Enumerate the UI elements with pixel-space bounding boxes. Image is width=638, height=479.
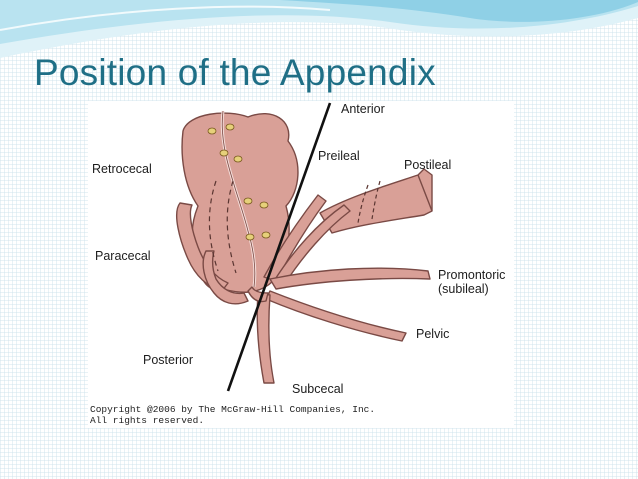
appendix-retrocecal [176, 202, 229, 292]
label-preileal: Preileal [318, 149, 360, 163]
header-wave-decoration [0, 0, 638, 58]
appendix-subcecal [256, 292, 275, 384]
appendix-promontoric [269, 267, 431, 290]
copyright-line-1: Copyright @2006 by The McGraw-Hill Compa… [90, 404, 376, 415]
copyright-notice: Copyright @2006 by The McGraw-Hill Compa… [90, 404, 375, 426]
label-posterior: Posterior [143, 353, 194, 367]
label-promontoric: Promontoric [438, 268, 506, 282]
label-retrocecal: Retrocecal [92, 162, 152, 176]
label-subileal: (subileal) [438, 282, 489, 296]
label-postileal: Postileal [404, 158, 452, 172]
copyright-line-2: All rights reserved. [90, 415, 205, 426]
appendix-diagram: Anterior Retrocecal Preileal Postileal P… [88, 101, 514, 428]
anterior-posterior-axis [226, 102, 332, 392]
label-anterior: Anterior [341, 102, 385, 116]
label-subcecal: Subcecal [292, 382, 344, 396]
label-pelvic: Pelvic [416, 327, 450, 341]
ileum [319, 168, 433, 234]
appendix-paracecal [202, 250, 249, 305]
appendix-pelvic [265, 290, 407, 342]
appendix-illustration [176, 102, 433, 392]
slide-title: Position of the Appendix [34, 52, 436, 93]
label-paracecal: Paracecal [95, 249, 151, 263]
